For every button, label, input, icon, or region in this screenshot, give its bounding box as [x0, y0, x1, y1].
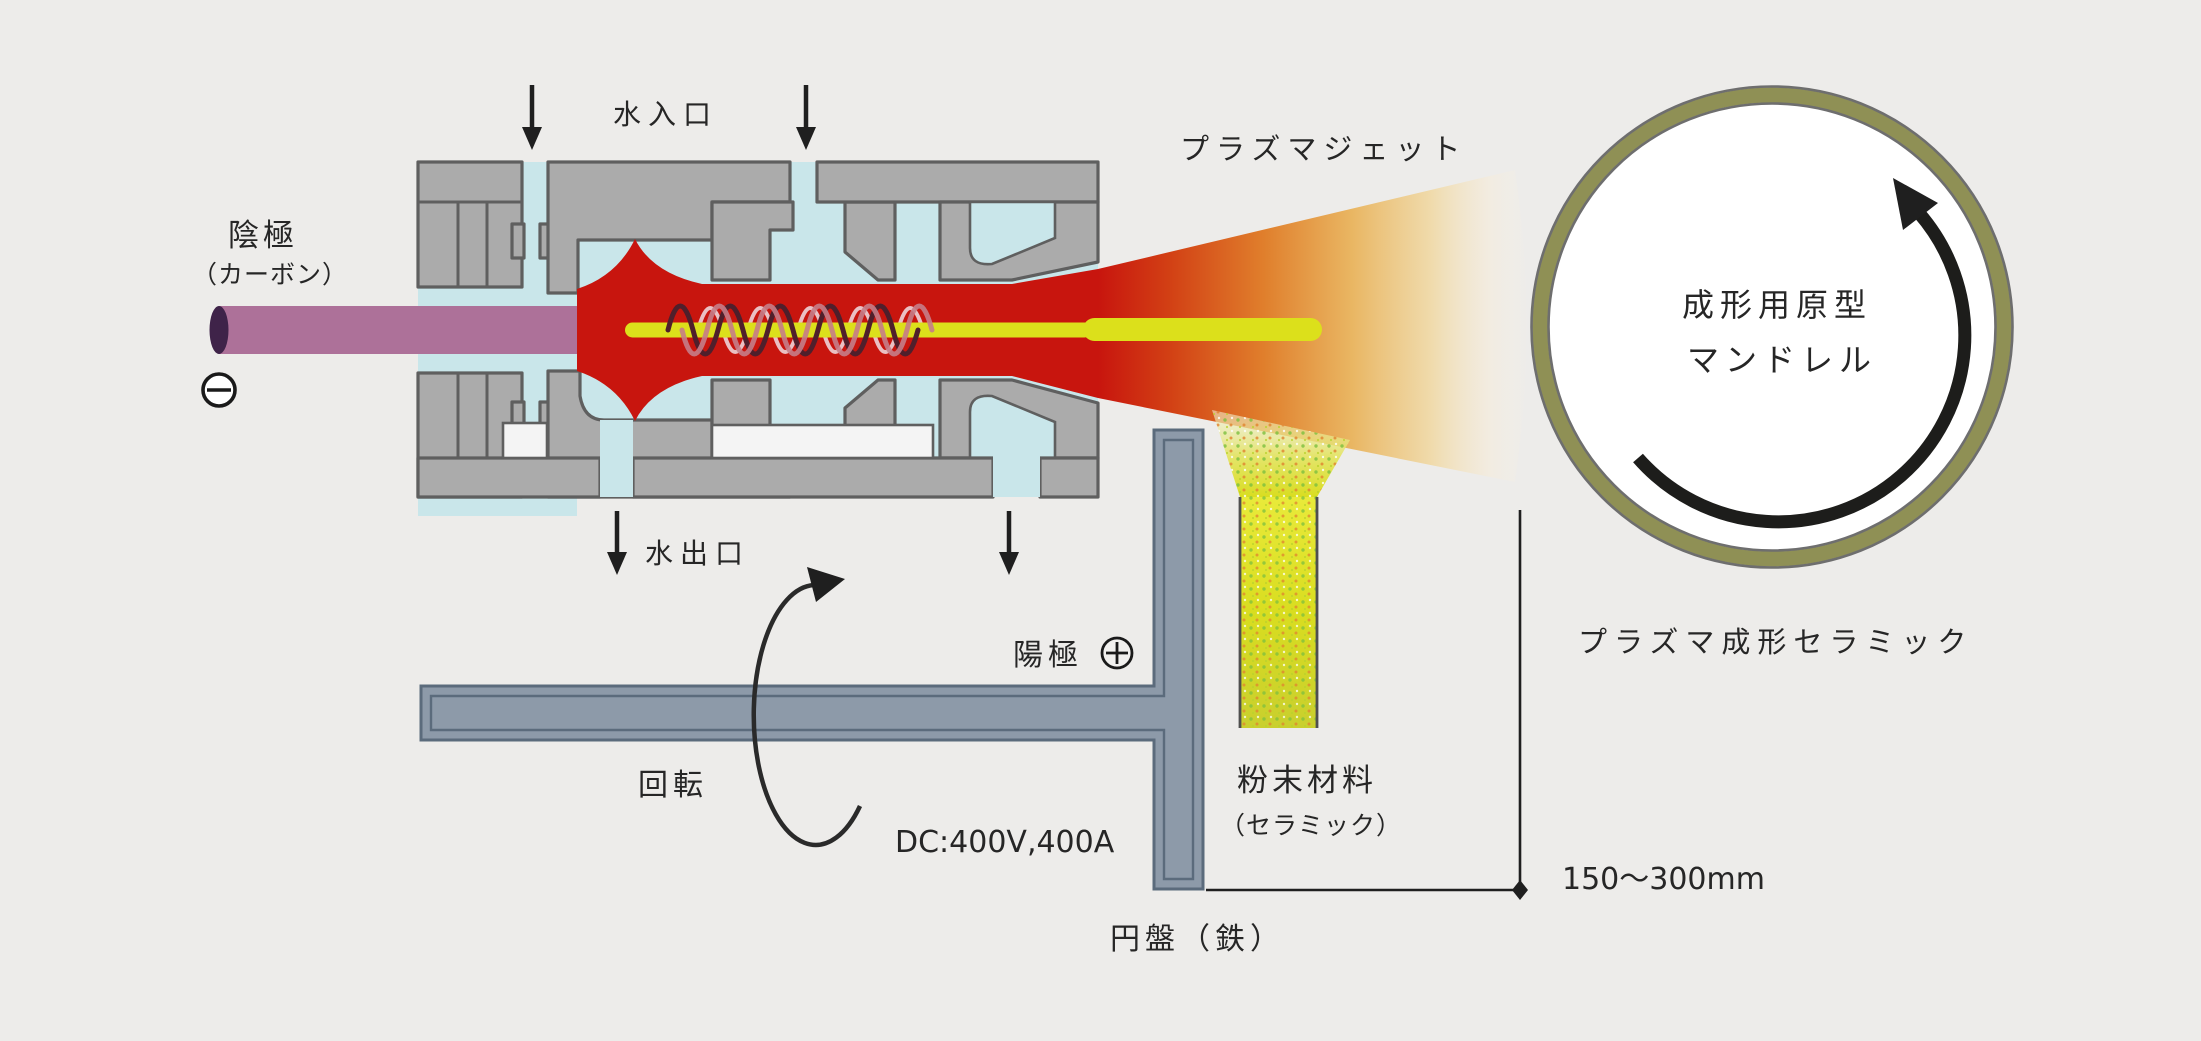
mandrel-rotation-arrow-icon: [1633, 178, 1972, 529]
torch-lower-flange: [418, 497, 577, 516]
spray-distance-dimension: [1206, 510, 1528, 900]
powder-spray-cone: [1212, 410, 1350, 497]
cathode-rod: [209, 306, 577, 354]
label-cathode-sub: （カーボン）: [192, 260, 348, 289]
label-mandrel-1: 成形用原型: [1682, 286, 1872, 324]
label-plasma-jet: プラズマジェット: [1180, 132, 1467, 166]
water-outlet-arrow-left-icon: [607, 511, 627, 575]
label-mandrel-2: マンドレル: [1687, 341, 1877, 379]
dimension-diamond-marker: [1512, 880, 1528, 900]
label-disk: 円盤（鉄）: [1110, 922, 1285, 957]
water-inlet-arrow-left-icon: [522, 85, 542, 150]
water-inlet-arrow-right-icon: [796, 85, 816, 150]
cathode-rod-end: [209, 306, 229, 354]
gas-swirl-helix-front: [665, 303, 935, 357]
mandrel: [1530, 85, 2014, 569]
torch-cavity-large: [710, 423, 935, 460]
shaft-rotation-arrow-icon: [751, 567, 863, 848]
gas-swirl-helix: [696, 306, 925, 354]
label-anode: 陽極: [1013, 638, 1083, 673]
label-spray-distance: 150〜300mm: [1562, 862, 1765, 897]
torch-cavity-small: [501, 421, 549, 460]
label-rotation: 回転: [638, 768, 708, 803]
water-outlet-arrow-right-icon: [999, 511, 1019, 575]
iron-disk-shaft: [419, 428, 1205, 891]
minus-terminal-icon: [201, 372, 237, 408]
label-powder-1: 粉末材料: [1237, 763, 1377, 799]
label-water-outlet: 水出口: [645, 537, 750, 570]
label-water-inlet: 水入口: [613, 98, 718, 131]
plus-terminal-icon: [1100, 636, 1134, 670]
label-cathode: 陰極: [228, 218, 298, 254]
label-powder-2: （セラミック）: [1220, 811, 1402, 840]
label-dc-power: DC:400V,400A: [895, 825, 1115, 860]
powder-column: [1238, 497, 1319, 728]
label-formed-ceramic: プラズマ成形セラミック: [1578, 625, 1973, 659]
